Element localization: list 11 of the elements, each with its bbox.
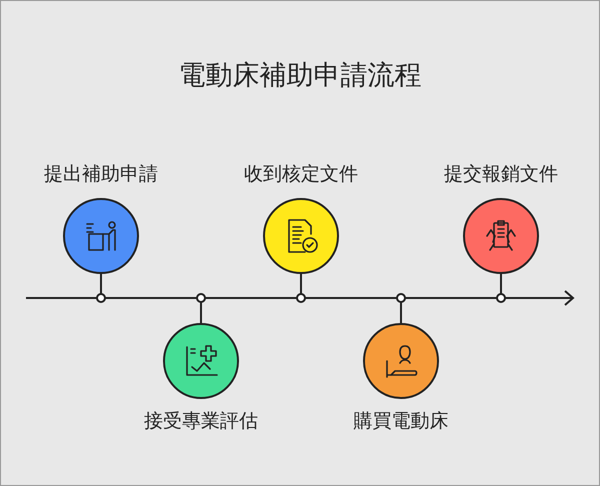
step-label: 接受專業評估 xyxy=(144,409,258,433)
connector-line xyxy=(300,274,302,290)
connector-line xyxy=(100,274,102,290)
step-label: 提出補助申請 xyxy=(44,162,158,186)
step-label: 收到核定文件 xyxy=(244,162,358,186)
step-label: 提交報銷文件 xyxy=(444,162,558,186)
connector-line xyxy=(500,274,502,290)
connector-line xyxy=(400,306,402,323)
diagram-title: 電動床補助申請流程 xyxy=(178,59,422,93)
connector-line xyxy=(200,306,202,323)
step-label: 購買電動床 xyxy=(354,409,448,433)
